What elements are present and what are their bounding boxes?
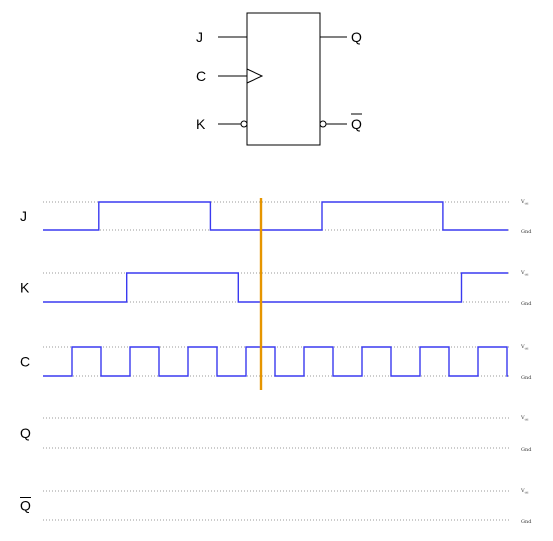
row-3-gnd-label: Gnd xyxy=(521,375,532,381)
flip-flop-body xyxy=(246,12,321,146)
row-4-vdd-subscript: dd xyxy=(525,418,529,422)
row-5-vdd-label: Vdd xyxy=(520,488,529,495)
q-pin-label: Q xyxy=(351,29,362,45)
row-5-gnd-label: Gnd xyxy=(521,519,532,525)
row-3-waveform xyxy=(43,346,508,377)
k-pin-label: K xyxy=(196,116,206,132)
j-pin-label: J xyxy=(196,29,203,45)
row-4-vdd-label: Vdd xyxy=(520,415,529,422)
row-4-label: Q xyxy=(20,425,31,441)
row-1-vdd-label: Vdd xyxy=(520,199,529,206)
flip-flop-symbol: J C K Q Q xyxy=(196,12,362,146)
q-bar-pin-label: Q xyxy=(351,116,362,132)
row-1-vdd-subscript: dd xyxy=(525,202,529,206)
row-1-gnd-label: Gnd xyxy=(521,229,532,235)
k-inversion-bubble xyxy=(240,120,248,128)
row-1-waveform xyxy=(43,201,508,231)
row-3-vdd-label: Vdd xyxy=(520,344,529,351)
row-2-waveform xyxy=(43,272,508,303)
row-4-gnd-label: Gnd xyxy=(521,447,532,453)
row-3-label: C xyxy=(20,354,30,370)
row-2-vdd-label: Vdd xyxy=(520,270,529,277)
row-2-vdd-subscript: dd xyxy=(525,273,529,277)
row-2-label: K xyxy=(20,280,30,296)
row-1-label: J xyxy=(20,208,27,224)
clock-edge-triangle xyxy=(246,68,264,84)
c-pin-label: C xyxy=(196,68,206,84)
q-bar-inversion-bubble xyxy=(319,120,327,128)
row-2-gnd-label: Gnd xyxy=(521,301,532,307)
row-5-vdd-subscript: dd xyxy=(525,491,529,495)
row-5-label: Q xyxy=(20,498,31,514)
row-3-vdd-subscript: dd xyxy=(525,347,529,351)
